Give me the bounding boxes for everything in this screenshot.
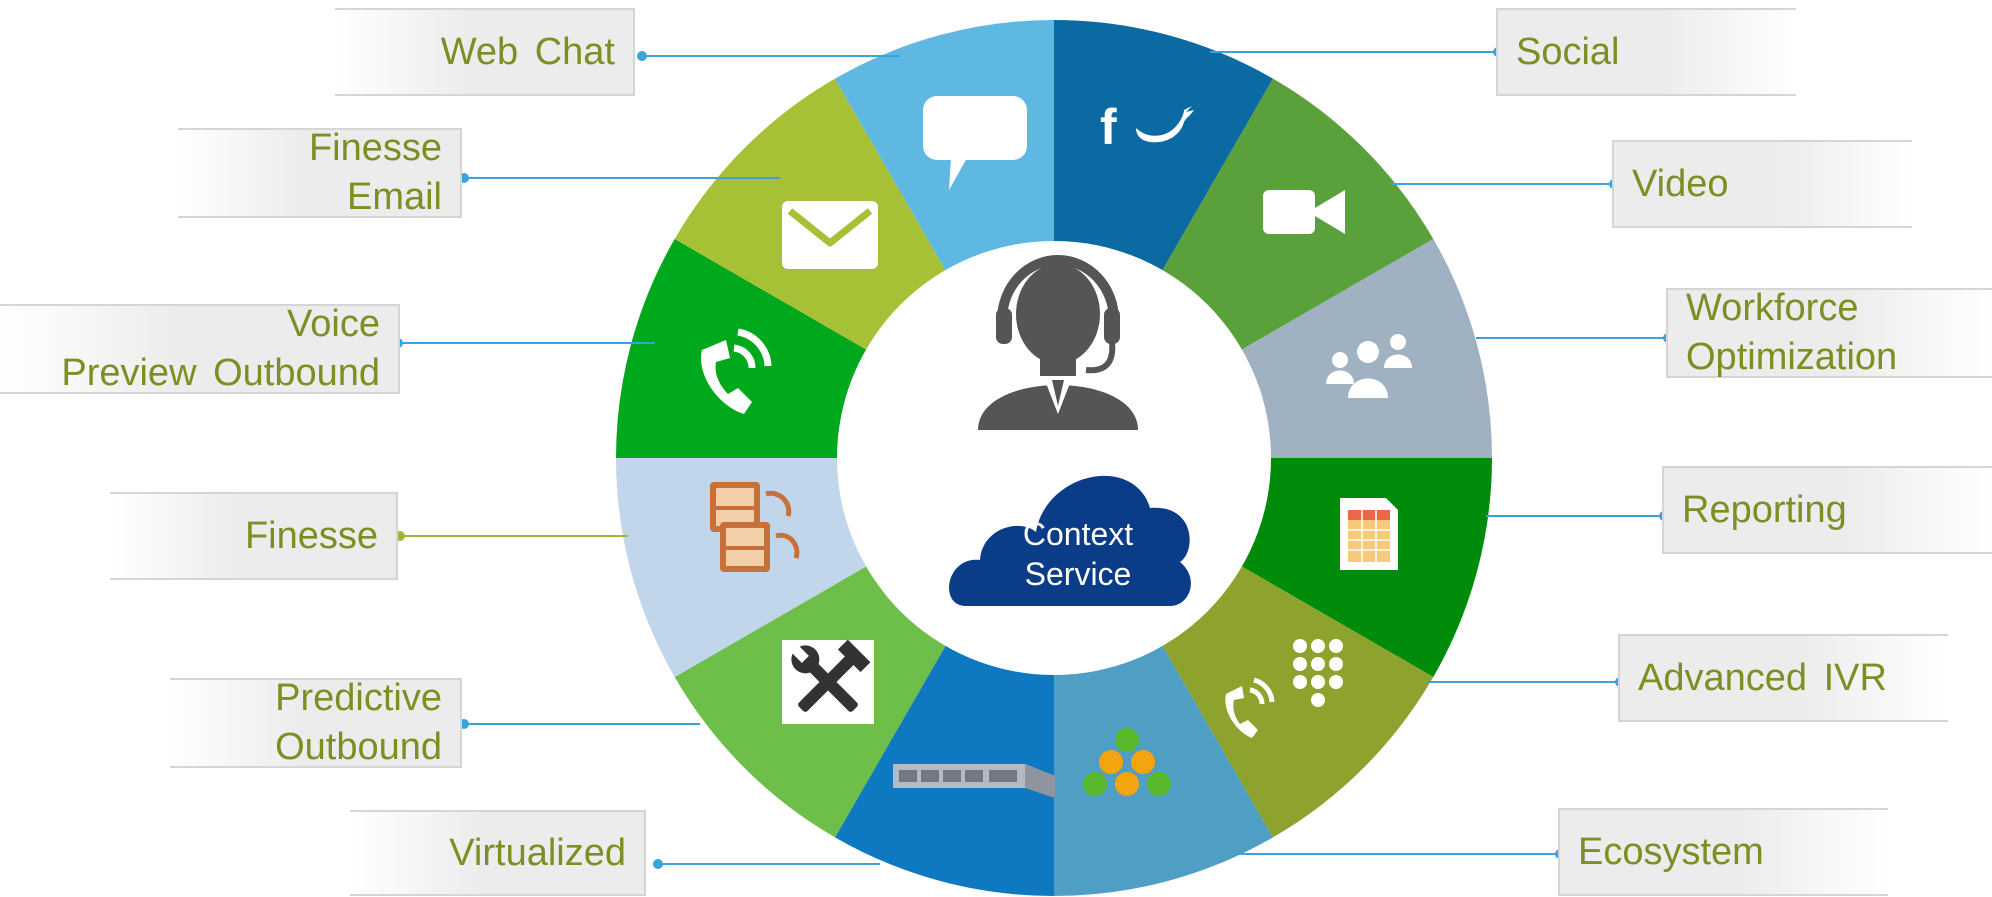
label-reporting-line-1: Reporting bbox=[1682, 488, 1847, 531]
label-finesse-line-1: Finesse bbox=[244, 514, 378, 557]
label-advanced-ivr: Advanced IVR bbox=[1618, 634, 1948, 722]
label-finesse-email: Finesse Email bbox=[178, 127, 462, 218]
label-voice-preview-line-2: Preview Outbound bbox=[61, 352, 380, 394]
envelope-icon bbox=[782, 201, 878, 269]
label-workforce-line-1: Workforce bbox=[1686, 287, 1859, 329]
phone-keypad-icon bbox=[1225, 639, 1343, 738]
label-predictive-line-1: Predictive bbox=[275, 677, 442, 719]
label-social-line-1: Social bbox=[1516, 30, 1620, 73]
connector-dot-web-chat bbox=[637, 51, 647, 61]
wheel-segment-ecosystem bbox=[1054, 645, 1273, 896]
finesse-desktop-icon bbox=[710, 482, 800, 572]
cloud-text-line-2: Service bbox=[1025, 556, 1132, 592]
label-virtualized-line-1: Virtualized bbox=[449, 831, 626, 874]
label-video: Video bbox=[1612, 140, 1912, 228]
wheel-segment-social bbox=[1054, 20, 1273, 271]
label-advanced-ivr-line-1: Advanced IVR bbox=[1638, 656, 1887, 699]
svg-text:f: f bbox=[1100, 99, 1117, 155]
phone-waves-icon bbox=[701, 328, 772, 414]
label-reporting: Reporting bbox=[1662, 466, 1992, 554]
label-predictive-line-2: Outbound bbox=[275, 726, 442, 768]
chat-bubble-icon bbox=[923, 96, 1027, 190]
spreadsheet-report-icon bbox=[1340, 498, 1398, 570]
label-video-line-1: Video bbox=[1632, 162, 1729, 205]
connector-dot-virtualized bbox=[653, 859, 663, 869]
label-finesse-email-line-1: Finesse bbox=[308, 127, 442, 169]
label-workforce-optimization: Workforce Optimization bbox=[1666, 287, 1992, 378]
label-predictive-outbound: Predictive Outbound bbox=[170, 677, 462, 768]
label-voice-preview-line-1: Voice bbox=[287, 303, 380, 345]
wheel-segment-advanced-ivr bbox=[1162, 566, 1434, 838]
label-web-chat: Web Chat bbox=[335, 8, 635, 96]
agent-headset-icon bbox=[978, 255, 1138, 430]
rack-server-icon bbox=[893, 764, 1055, 798]
cloud-text-line-1: Context bbox=[1023, 516, 1133, 552]
video-camera-icon bbox=[1263, 190, 1345, 234]
label-virtualized: Virtualized bbox=[350, 810, 646, 896]
label-ecosystem: Ecosystem bbox=[1558, 808, 1888, 896]
tools-wrench-icon bbox=[782, 639, 874, 724]
people-group-icon bbox=[1326, 334, 1412, 398]
molecule-spheres-icon bbox=[1083, 728, 1171, 796]
label-web-chat-line-1: Web Chat bbox=[440, 30, 615, 73]
label-workforce-line-2: Optimization bbox=[1686, 336, 1898, 378]
facebook-twitter-icon: f bbox=[1100, 99, 1194, 155]
label-finesse-email-line-2: Email bbox=[346, 176, 442, 218]
label-voice-preview-outbound: Voice Preview Outbound bbox=[0, 303, 400, 394]
label-social: Social bbox=[1496, 8, 1796, 96]
label-finesse: Finesse bbox=[110, 492, 398, 580]
cloud-icon bbox=[949, 475, 1191, 606]
label-ecosystem-line-1: Ecosystem bbox=[1578, 830, 1764, 873]
